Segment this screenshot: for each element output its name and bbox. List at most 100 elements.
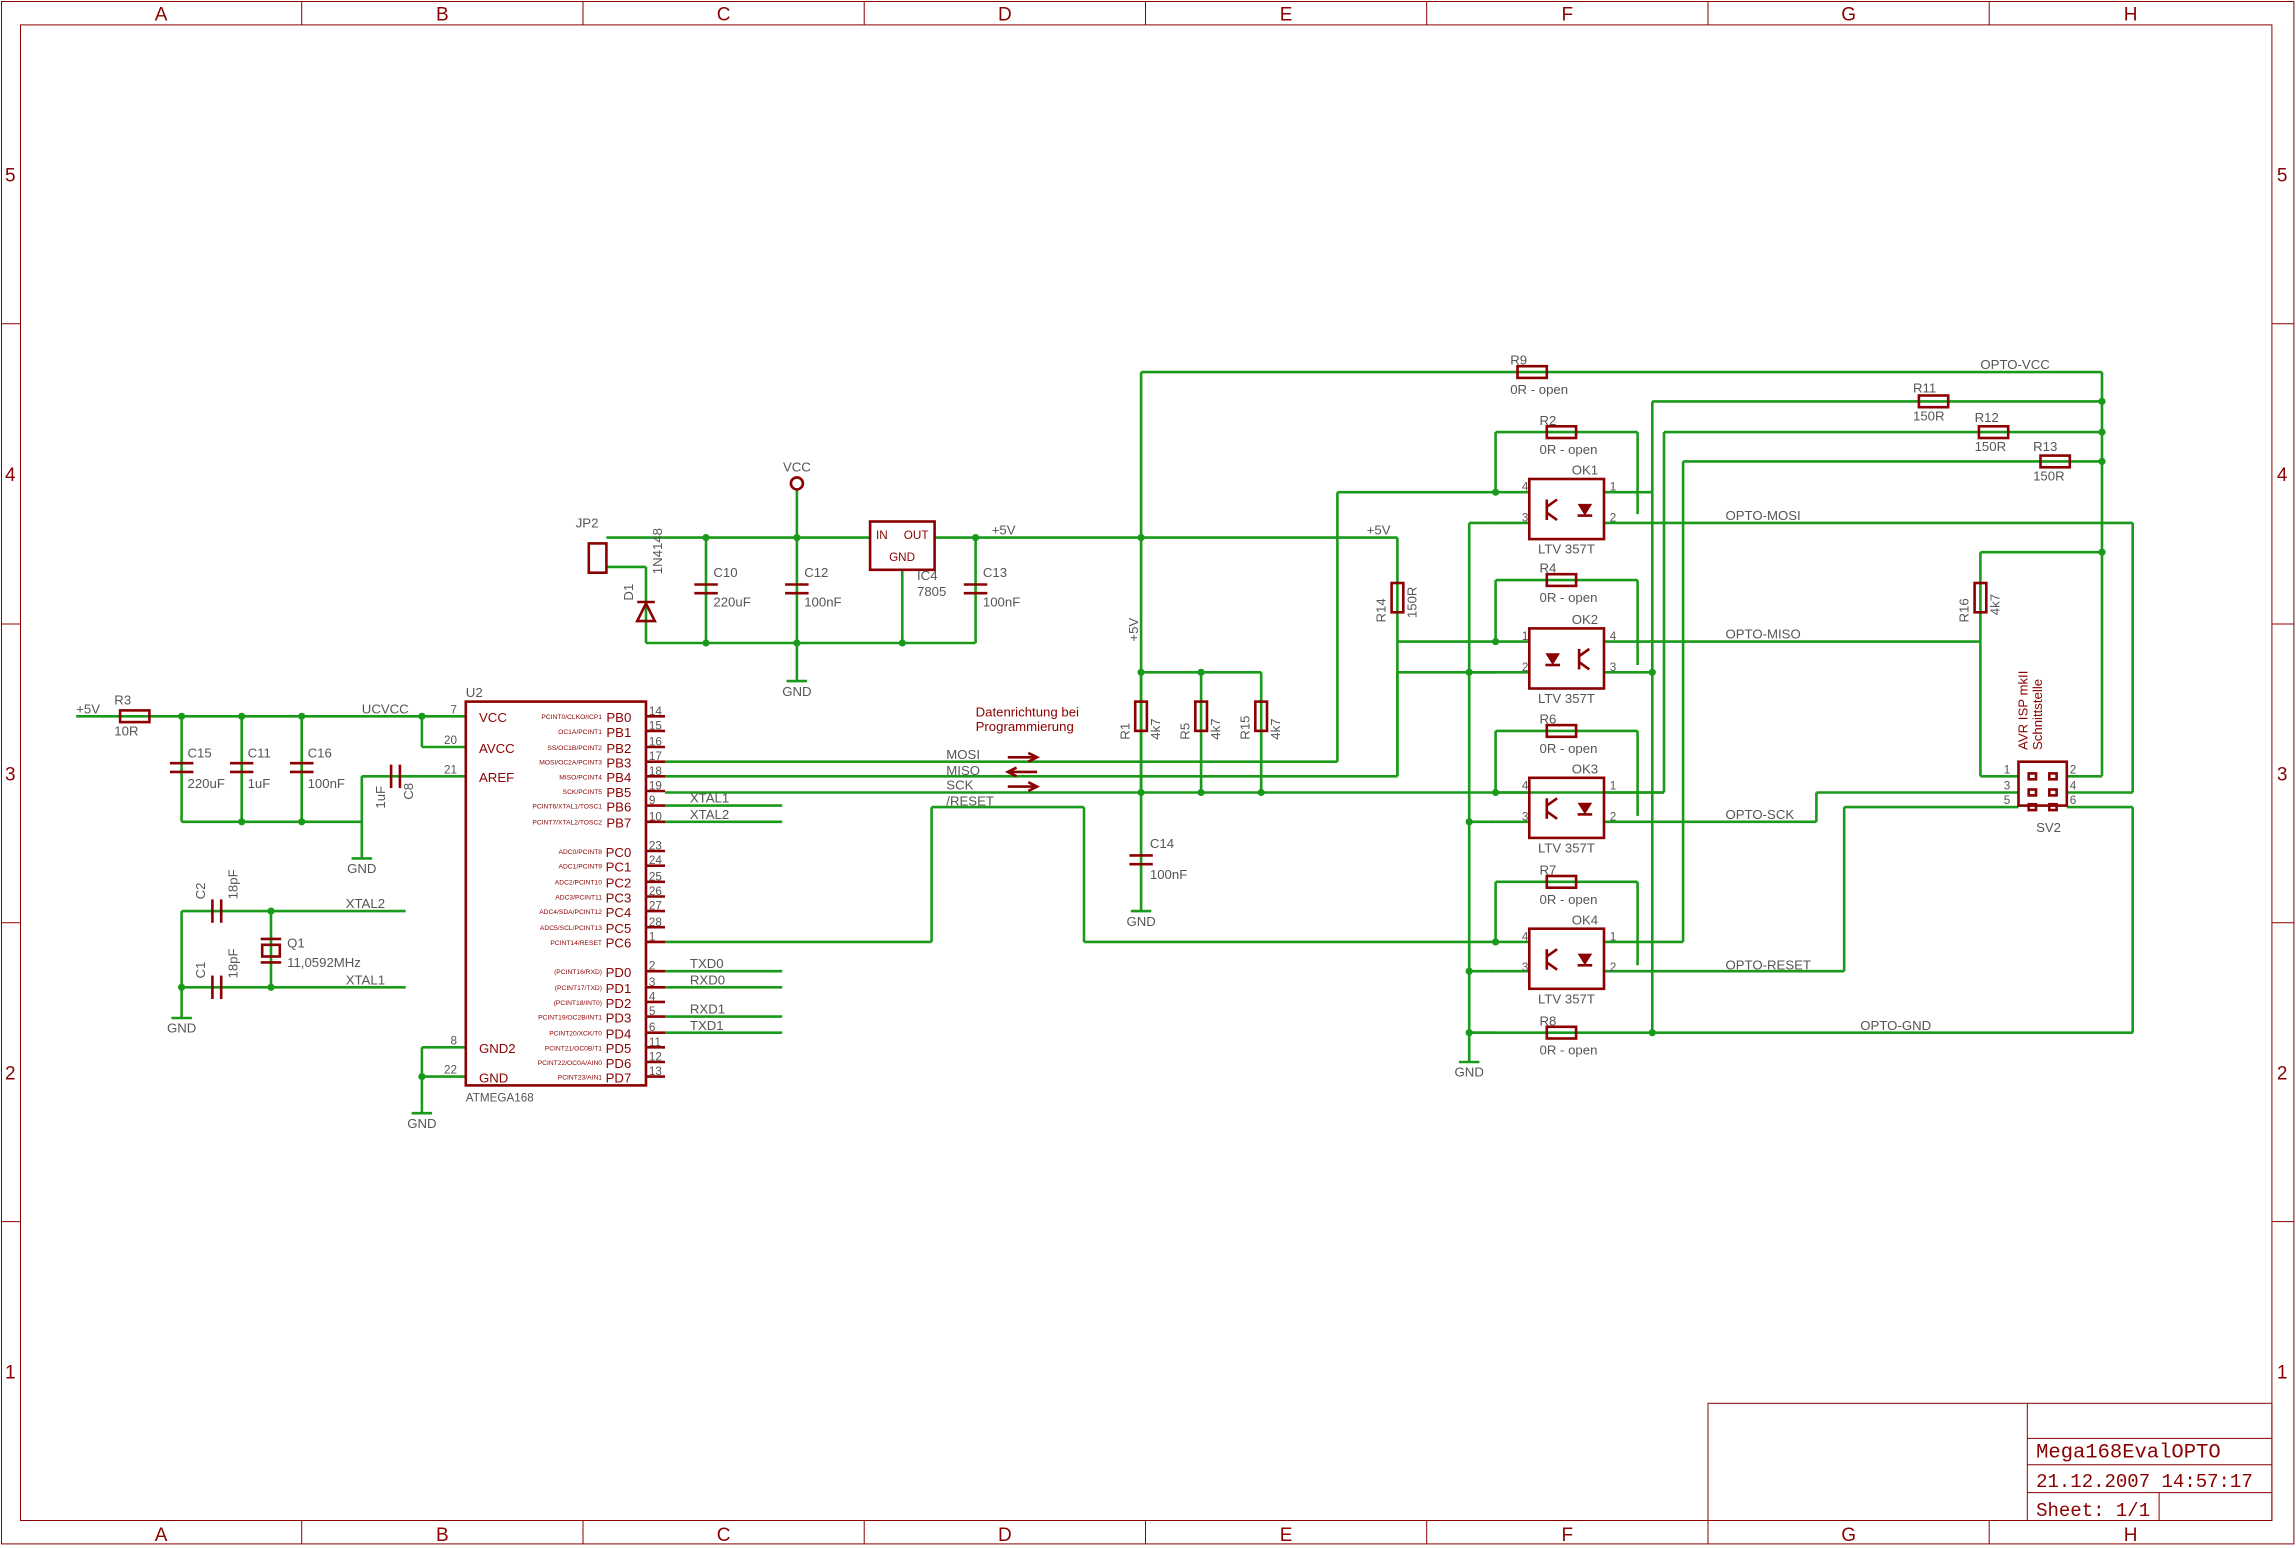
mcu-pin-name: GND2 [479,1041,516,1056]
ref-jp2: JP2 [576,515,599,530]
frame-column-label-bottom: A [155,1525,168,1546]
ref-c8: C8 [401,783,416,800]
frame-column-label-top: G [1841,5,1856,26]
resistor-r1 [1133,700,1149,733]
mcu-pin-name: PB4 [606,770,631,785]
isp-pin [2048,772,2058,781]
net-label-port: TXD1 [690,1018,724,1033]
ref-ok2: OK2 [1572,612,1598,627]
value-r14: 150R [1405,587,1420,619]
opto-pin: 2 [1610,961,1617,974]
value-c2: 18pF [225,869,240,899]
frame-column-label-top: E [1280,5,1293,26]
mcu-pin-number: 18 [649,765,662,778]
direction-arrow-head [1004,766,1018,778]
mcu-pin-number: 6 [649,1021,656,1034]
mcu-pin-name: PC6 [606,936,632,951]
mcu-pin-function: SS/OC1B/PCINT2 [547,745,602,752]
opto-pin: 2 [1522,661,1529,674]
value-r15: 4k7 [1268,718,1283,739]
net-label-port: XTAL1 [690,791,729,806]
parts [118,364,2072,1087]
mcu-pin-number: 10 [649,810,663,823]
ref-c14: C14 [1150,836,1174,851]
mcu-pin-function: PCINT20/XCK/T0 [549,1031,602,1038]
value-r9: 0R - open [1510,382,1568,397]
mcu-pin-function: ADC1/PCINT9 [559,864,603,871]
value-r11: 150R [1913,408,1945,423]
mcu-pin-number: 13 [649,1065,662,1078]
regulator-pin-in: IN [876,529,888,542]
mcu-part: ATMEGA168 [466,1092,534,1105]
junction-dot [1465,818,1473,826]
junction-dot [298,818,306,826]
crystal-q1 [260,943,282,958]
title-block-date: 21.12.2007 14:57:17 [2036,1471,2253,1493]
ref-c12: C12 [804,565,828,580]
mcu-pin-number: 16 [649,736,662,749]
value-r5: 4k7 [1208,718,1223,739]
opto-pin: 4 [1522,780,1529,793]
junction-dot [1137,534,1145,542]
title-block-sheet: Sheet: 1/1 [2036,1500,2150,1522]
frame-row-label-right: 1 [2277,1362,2288,1383]
net-label-port: RXD1 [690,1002,725,1017]
mcu-pin-name: PB5 [606,785,631,800]
value-ic4: 7805 [917,584,946,599]
mcu-pin-name: PB7 [606,816,631,831]
mcu-pin-name: PB0 [606,710,631,725]
mcu-pin-function: OC1A/PCINT1 [558,729,602,736]
junction-dot [178,983,186,991]
opto-transistor [1546,948,1558,958]
net-label-5v: +5V [76,701,100,716]
ref-d1: D1 [621,584,636,601]
opto-pin: 4 [1610,630,1617,643]
mcu-pin-name: PC1 [606,860,632,875]
mcu-pin-function: (PCINT18/INT0) [554,1000,602,1007]
frame-row-label-left: 5 [5,166,16,187]
opto-pin: 4 [1522,930,1529,943]
net-label-reset: /RESET [946,794,994,809]
net-label-opto-reset: OPTO-RESET [1726,958,1812,973]
frame-column-label-bottom: C [717,1525,731,1546]
ref-r1: R1 [1117,723,1132,740]
value-r13: 150R [2033,469,2065,484]
junction-dot [702,534,710,542]
net-label-mosi: MOSI [946,747,980,762]
net-label-ucvcc: UCVCC [362,701,409,716]
frame-column-label-bottom: D [998,1525,1012,1546]
junction-dot [1465,967,1473,975]
value-c15: 220uF [188,776,225,791]
mcu-pin-function: PCINT21/OC0B/T1 [545,1045,603,1052]
ref-ic4: IC4 [917,568,938,583]
ref-r12: R12 [1975,410,1999,425]
resistor-r15 [1254,700,1269,733]
opto-pin: 4 [1522,481,1529,494]
value-r4: 0R - open [1540,590,1598,605]
ref-r13: R13 [2033,439,2057,454]
direction-note: Datenrichtung bei [976,704,1079,719]
ref-r16: R16 [1957,598,1972,622]
mcu-pin-number: 27 [649,900,662,913]
connector-title: Schnittstelle [2030,679,2045,750]
junction-dot [898,639,906,647]
mcu-pin-function: (PCINT16/RXD) [554,969,602,976]
mcu-pin-name: PC5 [606,921,632,936]
junction-dot [2098,397,2106,405]
mcu-pin-number: 4 [649,991,656,1004]
opto-pin: 1 [1610,481,1617,494]
ground-label: GND [407,1116,436,1131]
net-label-port: TXD0 [690,956,724,971]
mcu-pin-function: PCINT14/RESET [550,940,602,947]
ref-c11: C11 [248,745,271,760]
mcu-pin-function: SCK/PCINT5 [563,789,603,796]
ref-c13: C13 [983,565,1007,580]
ref-ok4: OK4 [1572,912,1598,927]
ref-ok3: OK3 [1572,761,1598,776]
mcu-pin-function: ADC3/PCINT11 [555,894,602,901]
resistor-r4 [1545,572,1578,588]
jumper-jp2 [587,542,608,575]
junction-dot [418,712,426,720]
opto-ok4 [1528,927,1606,991]
